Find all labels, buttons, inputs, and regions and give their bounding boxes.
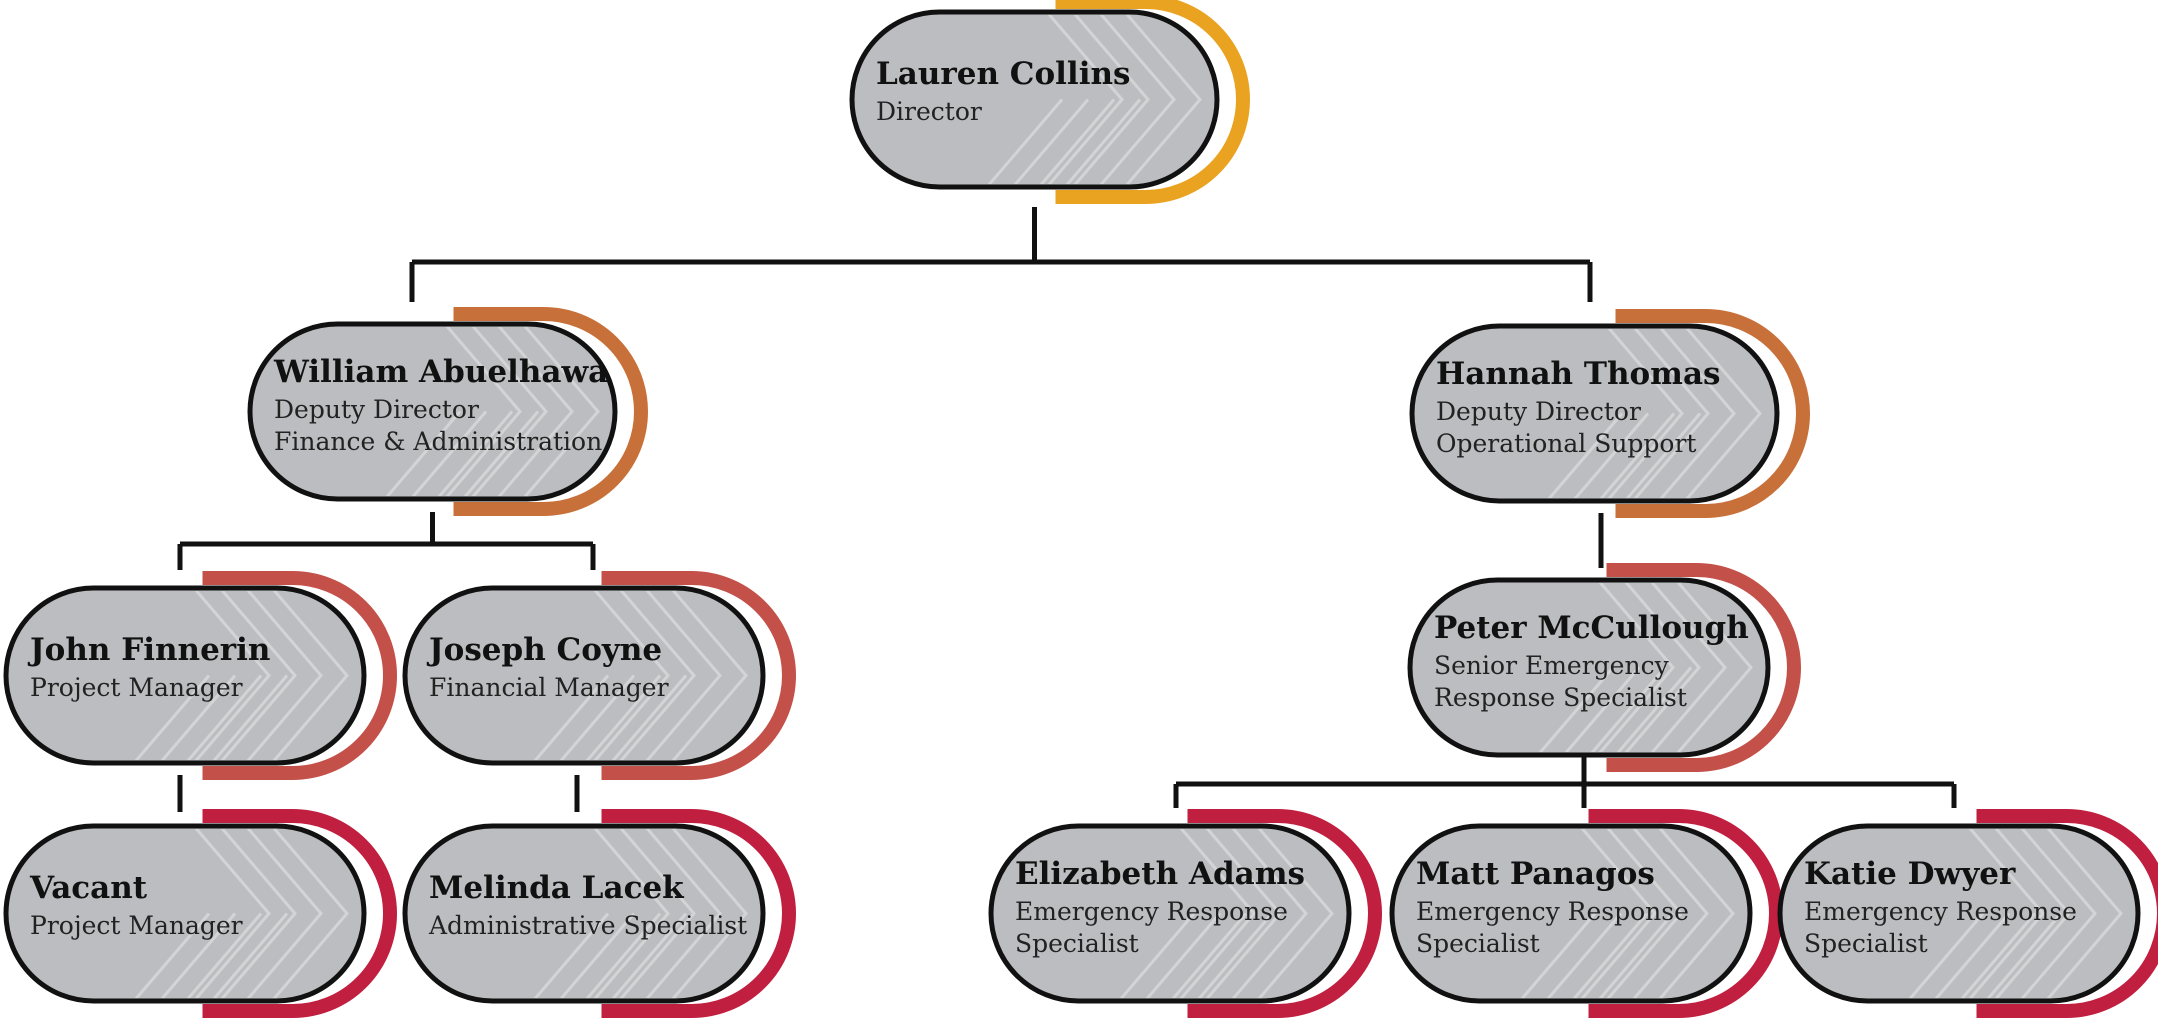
node-title: Specialist <box>1416 929 1540 958</box>
node-name: Vacant <box>29 870 148 906</box>
node-card <box>1407 577 1771 758</box>
node-card <box>3 823 367 1004</box>
node-title: Emergency Response <box>1416 897 1689 926</box>
node-card <box>988 823 1352 1004</box>
node-card <box>402 585 766 766</box>
chevron-pattern-icon <box>132 829 349 998</box>
chevron-pattern-icon <box>531 829 748 998</box>
chevron-pattern-icon <box>1545 329 1762 498</box>
node-accent-arc <box>1055 0 1250 204</box>
node-title: Project Manager <box>30 911 243 940</box>
node-accent-arc <box>1187 809 1382 1018</box>
node-accent-arc <box>1976 809 2158 1018</box>
node-name: Melinda Lacek <box>429 870 685 906</box>
node-title: Deputy Director <box>274 395 479 424</box>
node-title: Operational Support <box>1436 429 1696 458</box>
chevron-pattern-icon <box>383 327 600 496</box>
node-name: Hannah Thomas <box>1436 356 1721 392</box>
chevron-pattern-icon <box>1117 829 1334 998</box>
node-accent-arc <box>601 809 796 1018</box>
chevron-pattern-icon <box>1906 829 2123 998</box>
node-accent-arc <box>202 809 397 1018</box>
node-card <box>402 823 766 1004</box>
node-name: Elizabeth Adams <box>1015 856 1305 892</box>
node-title: Deputy Director <box>1436 397 1641 426</box>
node-title: Finance & Administration <box>274 427 602 456</box>
node-card <box>3 585 367 766</box>
node-card <box>247 321 618 502</box>
node-title: Response Specialist <box>1434 683 1687 712</box>
connector-lines <box>177 207 1957 812</box>
chevron-pattern-icon <box>1518 829 1735 998</box>
node-accent-arc <box>1615 309 1810 518</box>
node-name: Lauren Collins <box>876 56 1130 92</box>
node-title: Emergency Response <box>1015 897 1288 926</box>
node-accent-arc <box>453 307 648 516</box>
node-card <box>1777 823 2141 1004</box>
node-title: Project Manager <box>30 673 243 702</box>
node-accent-arc <box>1606 563 1801 772</box>
node-card <box>1409 323 1780 504</box>
node-name: John Finnerin <box>27 632 270 668</box>
node-title: Senior Emergency <box>1434 651 1670 680</box>
node-title: Administrative Specialist <box>428 911 747 940</box>
node-title: Specialist <box>1015 929 1139 958</box>
node-title: Financial Manager <box>429 673 669 702</box>
node-title: Emergency Response <box>1804 897 2077 926</box>
node-name: William Abuelhawa <box>273 354 608 390</box>
node-name: Joseph Coyne <box>426 632 662 668</box>
node-accent-arc <box>601 571 796 780</box>
chevron-pattern-icon <box>1536 583 1753 752</box>
chevron-pattern-icon <box>531 591 748 760</box>
node-accent-arc <box>1588 809 1783 1018</box>
node-name: Peter McCullough <box>1434 610 1749 646</box>
node-accent-arc <box>202 571 397 780</box>
node-title: Director <box>876 97 982 126</box>
node-title: Specialist <box>1804 929 1928 958</box>
node-card <box>1389 823 1753 1004</box>
chevron-pattern-icon <box>985 15 1202 184</box>
node-card <box>849 9 1220 190</box>
node-name: Matt Panagos <box>1416 856 1655 892</box>
node-name: Katie Dwyer <box>1804 856 2016 892</box>
chevron-pattern-icon <box>132 591 349 760</box>
